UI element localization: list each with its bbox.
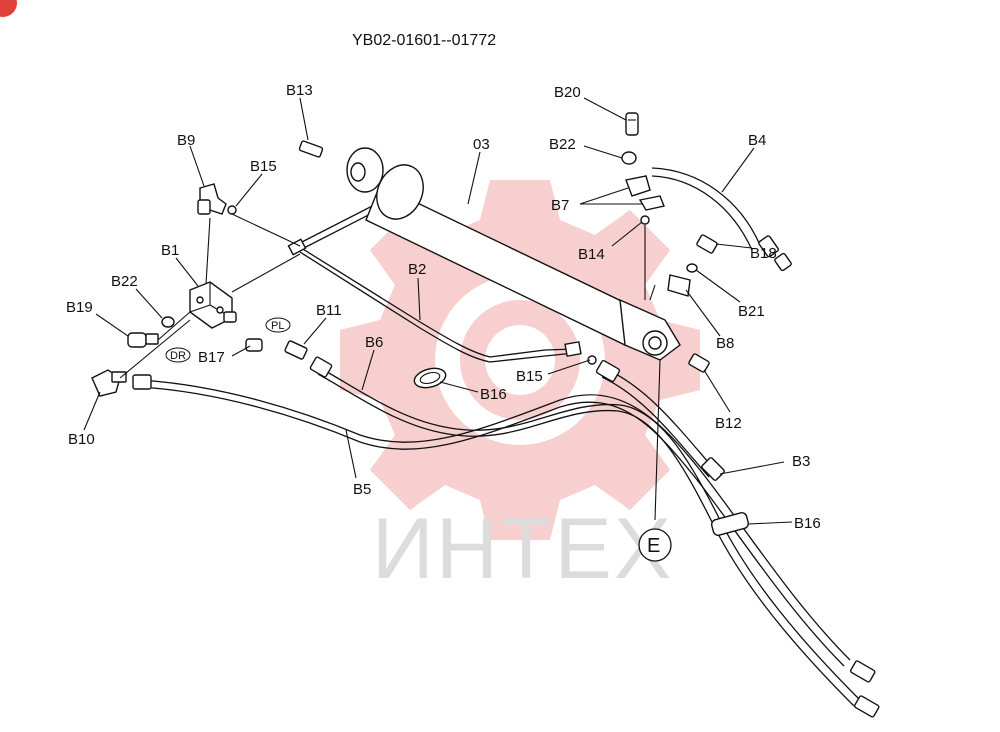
- connector-b11: [284, 340, 308, 360]
- valve-block-b1: [189, 281, 237, 329]
- cylinder-03: [346, 147, 681, 361]
- watermark-text: ИНТЕХ: [372, 501, 673, 597]
- callout-b18: B18: [750, 245, 777, 262]
- callout-b17: B17: [198, 349, 225, 366]
- bolt-b19: [127, 332, 159, 348]
- plug-b17: [245, 338, 263, 352]
- callout-b11: B11: [316, 302, 342, 319]
- callout-03: 03: [473, 136, 490, 153]
- callout-b14: B14: [578, 246, 605, 263]
- callout-b16-lower: B16: [794, 515, 821, 532]
- callout-b9: B9: [177, 132, 195, 149]
- port-mark-pl-label: PL: [271, 320, 284, 332]
- callout-b3: B3: [792, 453, 810, 470]
- clamp-b16-lower: [710, 512, 750, 536]
- pipe-b2: [297, 245, 582, 363]
- callout-b7: B7: [551, 197, 569, 214]
- oring-b15-left: [227, 205, 237, 215]
- plug-b12: [688, 353, 710, 373]
- callout-b22-right: B22: [549, 136, 576, 153]
- callout-b4: B4: [748, 132, 766, 149]
- callout-b12: B12: [715, 415, 742, 432]
- diagram-code: YB02-01601--01772: [352, 32, 496, 49]
- view-marker-e: E: [638, 528, 672, 562]
- callout-b10: B10: [68, 431, 95, 448]
- watermark-gear: [340, 180, 700, 540]
- bolt-b18: [696, 234, 718, 254]
- port-mark-pl: PL: [265, 317, 291, 333]
- bolt-b13: [298, 140, 324, 158]
- callout-b20: B20: [554, 84, 581, 101]
- washer-b22-right: [621, 151, 637, 165]
- corner-badge: [0, 0, 17, 17]
- clamp-b16-upper: [413, 367, 447, 389]
- washer-b21: [686, 263, 698, 273]
- bolt-b20: [625, 112, 639, 136]
- callout-b8: B8: [716, 335, 734, 352]
- hose-end-upper: [850, 660, 876, 683]
- hose-b4: [651, 167, 792, 272]
- callout-b13: B13: [286, 82, 313, 99]
- port-mark-dr: DR: [165, 347, 191, 363]
- hose-end-lower: [854, 695, 880, 718]
- callout-b15-left: B15: [250, 158, 277, 175]
- callout-b19: B19: [66, 299, 93, 316]
- port-mark-dr-label: DR: [170, 350, 186, 362]
- callout-b1: B1: [161, 242, 179, 259]
- callout-b22-left: B22: [111, 273, 138, 290]
- oring-b15-right: [587, 355, 597, 365]
- fitting-b7: [625, 175, 665, 211]
- elbow-b9: [197, 183, 227, 215]
- callout-b5: B5: [353, 481, 371, 498]
- bracket-b8: [667, 274, 691, 297]
- washer-b22-left: [161, 316, 175, 328]
- callout-b6: B6: [365, 334, 383, 351]
- callout-b16-upper: B16: [480, 386, 507, 403]
- elbow-b10: [91, 369, 127, 397]
- oring-b14: [640, 215, 650, 225]
- view-marker-e-label: E: [647, 535, 660, 557]
- callout-b21: B21: [738, 303, 765, 320]
- callout-b2: B2: [408, 261, 426, 278]
- callout-b15-right: B15: [516, 368, 543, 385]
- hose-b5: [132, 374, 851, 667]
- hose-b6: [309, 356, 861, 707]
